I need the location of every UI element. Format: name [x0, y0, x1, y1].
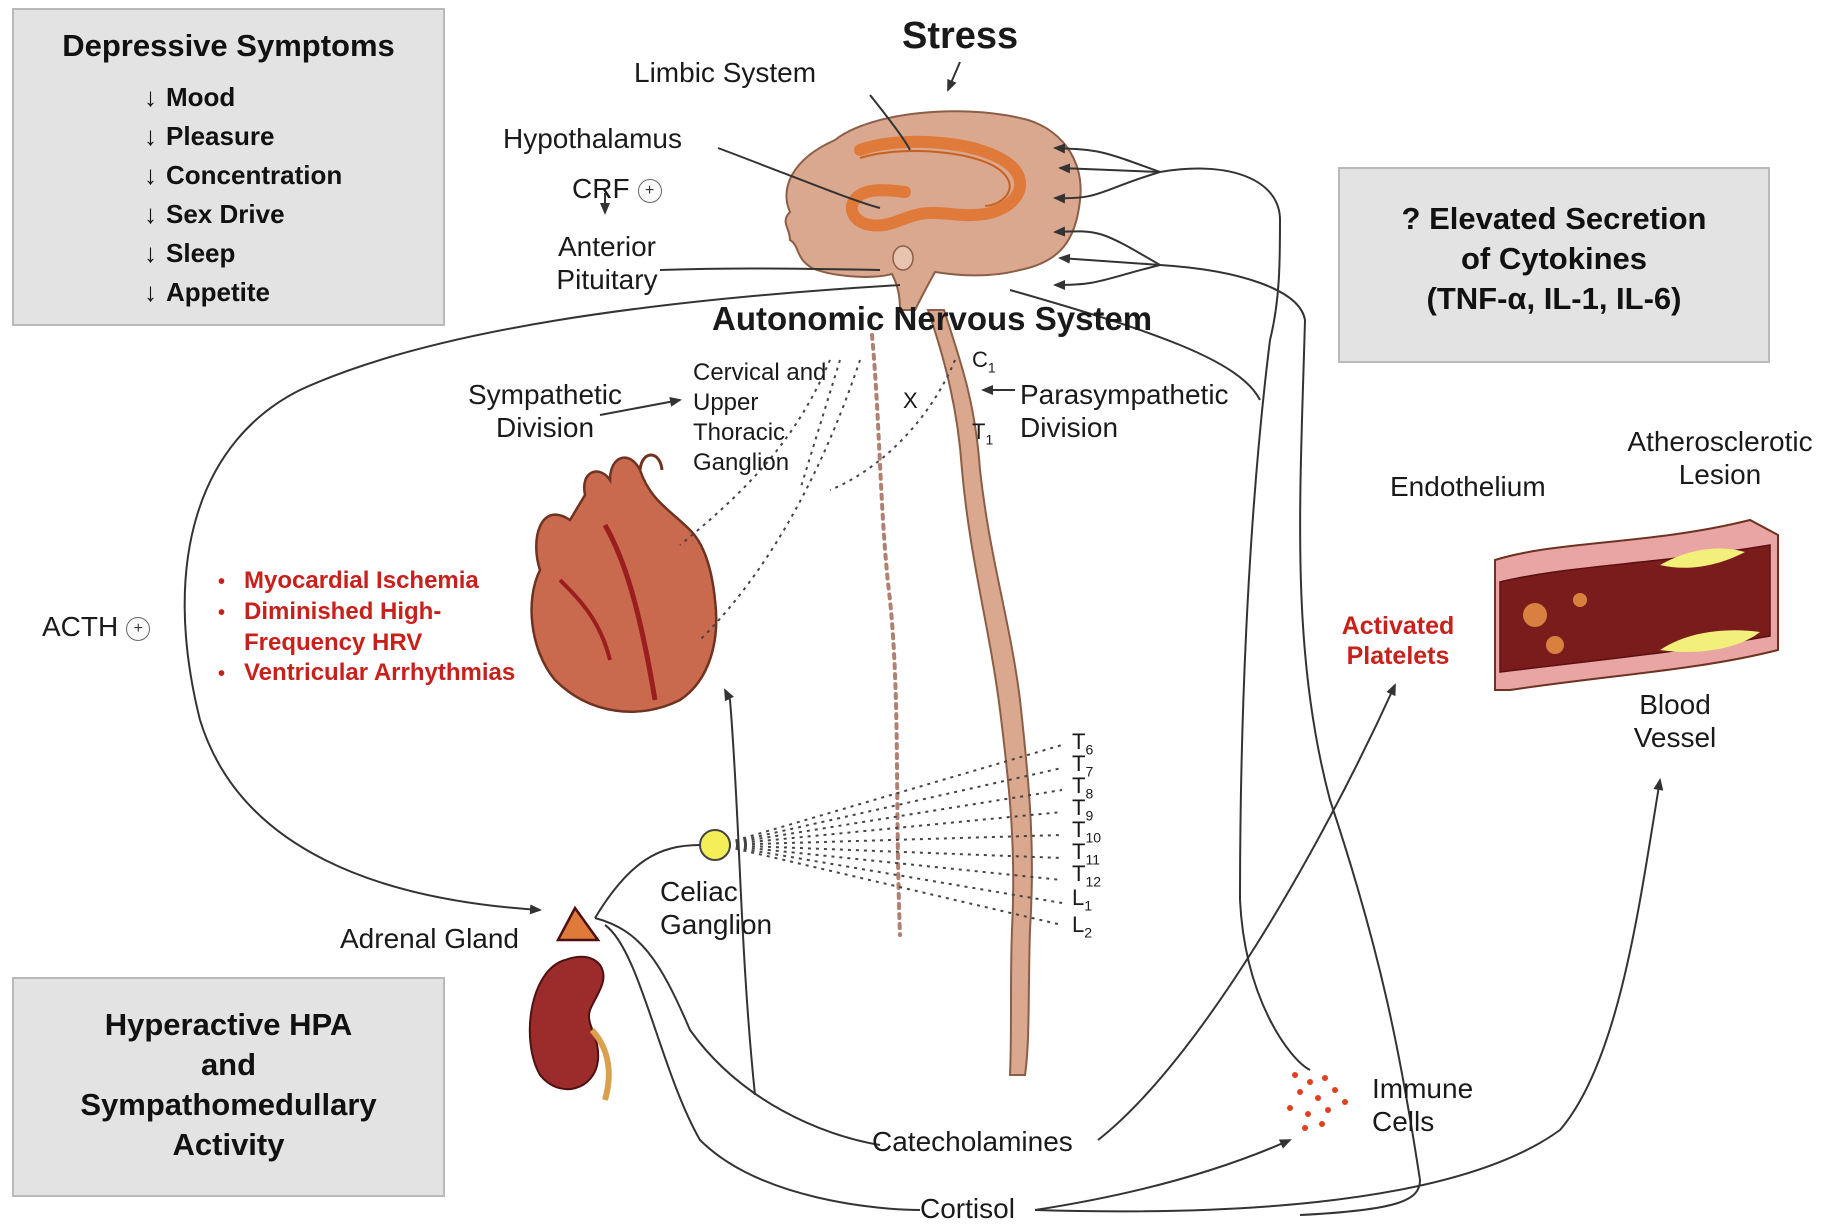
plus-circle-icon: +	[638, 179, 662, 203]
hpa-line-1: Hyperactive HPA	[14, 1007, 443, 1043]
bullet-icon: •	[218, 567, 244, 597]
sympathetic-division-label: Sympathetic Division	[455, 378, 635, 444]
hpa-line-3: Sympathomedullary	[14, 1087, 443, 1123]
crf-text: CRF	[572, 173, 630, 204]
celiac-ganglion-label: Celiac Ganglion	[660, 875, 772, 941]
adrenal-gland-label: Adrenal Gland	[340, 922, 519, 955]
immune-cell-dots	[1287, 1072, 1348, 1131]
brain-illustration	[786, 111, 1081, 310]
hypothalamus-label: Hypothalamus	[503, 122, 682, 155]
blood-vessel-illustration	[1495, 520, 1778, 690]
activated-platelets-label: Activated Platelets	[1338, 612, 1458, 671]
cortisol-label: Cortisol	[920, 1192, 1015, 1225]
list-item: •Myocardial Ischemia	[218, 566, 515, 597]
blood-vessel-label: Blood Vessel	[1610, 688, 1740, 754]
segment-l2: L2	[1072, 915, 1092, 942]
anterior-pituitary-label: Anterior Pituitary	[542, 230, 672, 296]
bullet-icon: •	[218, 659, 244, 689]
list-item: Frequency HRV	[218, 628, 515, 658]
segment-t1: T1	[972, 422, 993, 449]
hpa-line-4: Activity	[14, 1127, 443, 1163]
down-arrow-icon: ↓	[144, 234, 166, 273]
atherosclerotic-lesion-label: Atherosclerotic Lesion	[1620, 425, 1820, 491]
depressive-symptoms-box: Depressive Symptoms ↓Mood ↓Pleasure ↓Con…	[12, 8, 445, 326]
hpa-activity-box: Hyperactive HPA and Sympathomedullary Ac…	[12, 977, 445, 1197]
down-arrow-icon: ↓	[144, 156, 166, 195]
heart-illustration	[532, 455, 717, 712]
down-arrow-icon: ↓	[144, 273, 166, 312]
limbic-system-label: Limbic System	[634, 56, 816, 89]
diagram-title: Stress	[902, 14, 1018, 59]
cytokine-line-1: ? Elevated Secretion	[1340, 201, 1768, 237]
list-item: ↓Concentration	[144, 156, 443, 195]
bullet-icon: •	[218, 598, 244, 628]
segment-c1: C1	[972, 350, 996, 377]
x-mark: X	[903, 388, 918, 414]
immune-cells-label: Immune Cells	[1372, 1072, 1473, 1138]
hpa-line-2: and	[14, 1047, 443, 1083]
parasympathetic-division-label: Parasympathetic Division	[1020, 378, 1229, 444]
cytokine-line-3: (TNF-α, IL-1, IL-6)	[1340, 281, 1768, 317]
ans-label: Autonomic Nervous System	[712, 300, 1152, 339]
list-item: ↓Sleep	[144, 234, 443, 273]
cytokine-line-2: of Cytokines	[1340, 241, 1768, 277]
down-arrow-icon: ↓	[144, 78, 166, 117]
list-item: ↓Sex Drive	[144, 195, 443, 234]
list-item: •Diminished High-	[218, 597, 515, 628]
cardiac-effects-list: •Myocardial Ischemia •Diminished High- F…	[218, 566, 515, 689]
acth-label: ACTH +	[42, 610, 150, 643]
cytokine-box: ? Elevated Secretion of Cytokines (TNF-α…	[1338, 167, 1770, 363]
down-arrow-icon: ↓	[144, 195, 166, 234]
endothelium-label: Endothelium	[1390, 470, 1546, 503]
cervical-ganglion-label: Cervical and Upper Thoracic Ganglion	[693, 358, 826, 478]
list-item: ↓Appetite	[144, 273, 443, 312]
catecholamines-label: Catecholamines	[872, 1125, 1073, 1158]
celiac-ganglion	[700, 830, 730, 860]
list-item: ↓Mood	[144, 78, 443, 117]
down-arrow-icon: ↓	[144, 117, 166, 156]
depressive-symptoms-title: Depressive Symptoms	[14, 28, 443, 64]
list-item: ↓Pleasure	[144, 117, 443, 156]
plus-circle-icon: +	[126, 617, 150, 641]
list-item: •Ventricular Arrhythmias	[218, 658, 515, 689]
acth-text: ACTH	[42, 611, 118, 642]
adrenal-gland-illustration	[558, 908, 598, 940]
crf-label: CRF +	[572, 172, 662, 205]
kidney-illustration	[530, 957, 609, 1100]
sympathetic-chain	[872, 335, 900, 935]
symptom-list: ↓Mood ↓Pleasure ↓Concentration ↓Sex Driv…	[144, 78, 443, 312]
